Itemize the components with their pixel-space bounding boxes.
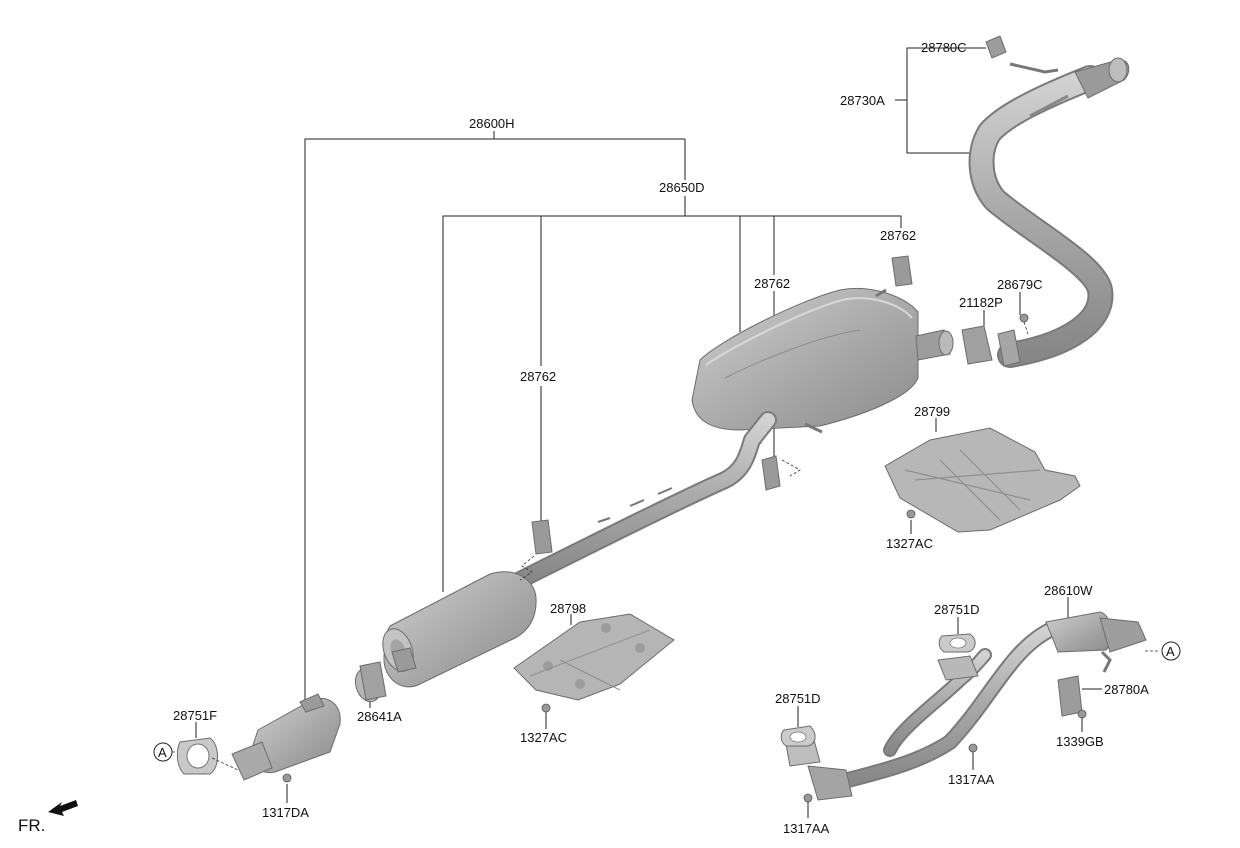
reference-marker-a-left: A [153,742,173,762]
main-muffler [691,287,954,444]
ref-a-right-text: A [1166,644,1175,659]
label-1317DA: 1317DA [262,805,309,820]
front-muffler [382,571,537,688]
gasket-28751D-right [938,633,976,653]
label-28751F: 28751F [173,708,217,723]
label-28780C: 28780C [921,40,967,55]
label-1327AC-right: 1327AC [886,536,933,551]
label-1339GB: 1339GB [1056,734,1104,749]
fr-label: FR. [18,816,45,835]
label-28610W: 28610W [1044,583,1093,598]
hanger-28762-upper [891,255,913,287]
leader-lines [172,47,1160,818]
center-pipe [511,411,777,589]
label-1327AC-left: 1327AC [520,730,567,745]
tail-pipe-28730A [968,35,1130,368]
label-28650D: 28650D [659,180,705,195]
label-28751D-left: 28751D [775,691,821,706]
label-21182P: 21182P [959,295,1003,310]
hanger-28762-left [519,519,553,581]
ref-a-left-text: A [158,745,167,760]
label-28798: 28798 [550,601,586,616]
heat-shield-28799 [884,427,1081,533]
catalyst-front [231,693,341,783]
front-arrow-icon [48,800,78,816]
label-28730A: 28730A [840,93,885,108]
label-28762-left: 28762 [520,369,556,384]
clamp-28641A [354,661,387,703]
label-1317AA-left: 1317AA [783,821,830,836]
heat-shield-28798 [513,613,675,713]
clamp-21182P [961,313,1029,367]
gasket-28751D-left [780,725,816,747]
label-28679C: 28679C [997,277,1043,292]
hanger-bracket-28780A [1057,675,1087,719]
gasket-28751F [176,737,239,775]
front-direction-indicator: FR. [18,800,78,835]
label-28641A: 28641A [357,709,402,724]
part-labels: 28600H 28650D 28762 28762 28762 28780C 2… [173,40,1149,836]
label-28600H: 28600H [469,116,515,131]
reference-marker-a-right: A [1161,641,1181,661]
label-1317AA-right: 1317AA [948,772,995,787]
hanger-28762-middle [761,455,801,491]
label-28751D-right: 28751D [934,602,980,617]
label-28799: 28799 [914,404,950,419]
label-28762-upper: 28762 [880,228,916,243]
label-28780A: 28780A [1104,682,1149,697]
label-28762-middle: 28762 [754,276,790,291]
